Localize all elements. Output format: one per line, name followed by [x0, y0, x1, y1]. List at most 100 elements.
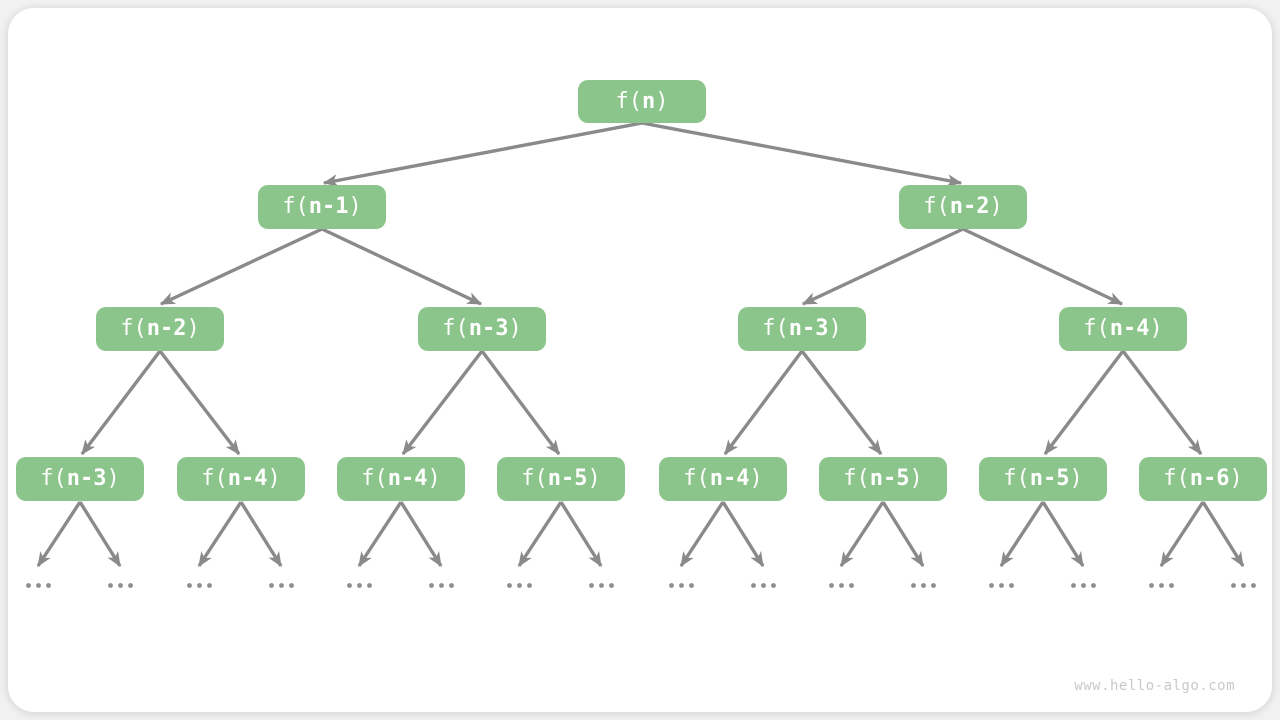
node-text-open: f(	[120, 316, 147, 341]
edge	[962, 227, 1124, 306]
watermark: www.hello-algo.com	[1074, 678, 1235, 694]
node-l4-2: f(n-4)	[177, 457, 305, 501]
ellipsis-leaf	[347, 583, 372, 588]
node-text-close: )	[106, 466, 120, 491]
node-text-open: f(	[201, 466, 228, 491]
edge	[881, 501, 925, 568]
ellipsis-leaf	[507, 583, 532, 588]
node-text-close: )	[749, 466, 763, 491]
edge	[839, 501, 885, 568]
ellipsis-leaf	[187, 583, 212, 588]
edge	[197, 501, 243, 568]
node-text-close: )	[989, 194, 1003, 219]
ellipsis-leaf	[911, 583, 936, 588]
edge	[357, 501, 403, 568]
node-text-open: f(	[442, 316, 469, 341]
edge	[321, 227, 483, 306]
node-text-arg: n-6	[1189, 466, 1230, 491]
edge	[1201, 501, 1245, 568]
node-text-close: )	[508, 316, 522, 341]
ellipsis-leaf	[108, 583, 133, 588]
edge	[641, 121, 963, 187]
node-text-arg: n-4	[709, 466, 750, 491]
ellipsis-leaf	[751, 583, 776, 588]
ellipsis-leaf	[989, 583, 1014, 588]
node-text-arg: n-2	[146, 316, 187, 341]
node-text-close: )	[267, 466, 281, 491]
node-l2-left: f(n-1)	[258, 185, 386, 229]
edge	[322, 121, 643, 187]
ellipsis-leaf	[269, 583, 294, 588]
node-root: f(n)	[578, 80, 706, 123]
edge	[559, 501, 603, 568]
node-l3-1: f(n-2)	[96, 307, 224, 351]
edge	[723, 349, 804, 456]
node-text-close: )	[427, 466, 441, 491]
edge	[80, 349, 162, 456]
ellipsis-leaf	[589, 583, 614, 588]
node-text-open: f(	[40, 466, 67, 491]
node-l4-8: f(n-6)	[1139, 457, 1267, 501]
node-l3-4: f(n-4)	[1059, 307, 1187, 351]
node-text-open: f(	[615, 88, 643, 114]
edge	[158, 349, 241, 456]
edge	[480, 349, 561, 456]
node-text-arg: n-5	[869, 466, 910, 491]
ellipsis-leaf	[1149, 583, 1174, 588]
node-text-close: )	[909, 466, 923, 491]
node-l4-7: f(n-5)	[979, 457, 1107, 501]
edge	[517, 501, 563, 568]
edge	[999, 501, 1045, 568]
ellipsis-leaf	[26, 583, 51, 588]
node-text-close: )	[186, 316, 200, 341]
edge	[1159, 501, 1205, 568]
node-text-arg: n-5	[547, 466, 588, 491]
ellipsis-leaf	[669, 583, 694, 588]
edge	[399, 501, 443, 568]
node-text-arg: n-3	[468, 316, 509, 341]
node-l4-5: f(n-4)	[659, 457, 787, 501]
node-text-close: )	[1069, 466, 1083, 491]
node-text-open: f(	[843, 466, 870, 491]
node-l4-3: f(n-4)	[337, 457, 465, 501]
ellipsis-leaf	[1071, 583, 1096, 588]
node-text-open: f(	[762, 316, 789, 341]
node-text-close: )	[587, 466, 601, 491]
node-text-open: f(	[1163, 466, 1190, 491]
node-text-open: f(	[923, 194, 950, 219]
node-l4-4: f(n-5)	[497, 457, 625, 501]
node-text-close: )	[1149, 316, 1163, 341]
node-text-open: f(	[1003, 466, 1030, 491]
edge	[401, 349, 484, 456]
ellipsis-leaf	[829, 583, 854, 588]
edge	[1041, 501, 1085, 568]
node-l2-right: f(n-2)	[899, 185, 1027, 229]
edge	[78, 501, 122, 568]
edge	[800, 349, 883, 456]
ellipsis-leaf	[429, 583, 454, 588]
node-text-close: )	[655, 88, 669, 114]
node-text-open: f(	[521, 466, 548, 491]
node-text-close: )	[348, 194, 362, 219]
node-text-open: f(	[361, 466, 388, 491]
node-text-arg: n-2	[949, 194, 990, 219]
node-l3-2: f(n-3)	[418, 307, 546, 351]
node-text-arg: n-4	[227, 466, 268, 491]
node-text-open: f(	[683, 466, 710, 491]
node-text-close: )	[1229, 466, 1243, 491]
node-text-arg: n-3	[66, 466, 107, 491]
edge	[721, 501, 765, 568]
node-text-arg: n-5	[1029, 466, 1070, 491]
node-l4-1: f(n-3)	[16, 457, 144, 501]
edge	[239, 501, 283, 568]
node-text-arg: n-1	[308, 194, 349, 219]
node-text-arg: n-4	[1109, 316, 1150, 341]
node-l4-6: f(n-5)	[819, 457, 947, 501]
edge	[1043, 349, 1125, 456]
diagram-card	[8, 8, 1272, 712]
node-text-open: f(	[282, 194, 309, 219]
node-text-arg: n-4	[387, 466, 428, 491]
edge	[159, 227, 323, 306]
